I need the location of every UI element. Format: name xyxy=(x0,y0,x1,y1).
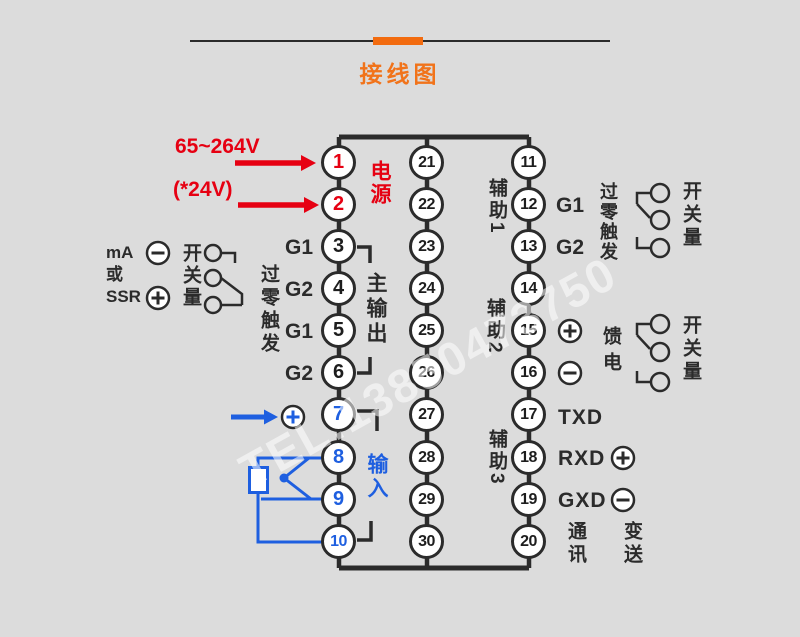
terminal-15: 15 xyxy=(511,313,546,348)
switch-label-right2: 开关量 xyxy=(680,315,701,384)
main-output-label: 主输出 xyxy=(364,272,387,347)
g1-label-t3: G1 xyxy=(284,236,313,259)
g2-label-t4: G2 xyxy=(284,278,313,301)
terminal-18: 18 xyxy=(511,440,546,475)
terminal-2: 2 xyxy=(321,187,356,222)
terminal-7: 7 xyxy=(321,397,356,432)
terminal-23: 23 xyxy=(409,229,444,264)
terminal-17: 17 xyxy=(511,397,546,432)
g1-label-t5: G1 xyxy=(284,320,313,343)
voltage-alt-label: (*24V) xyxy=(173,178,233,201)
terminal-29: 29 xyxy=(409,482,444,517)
g1-label-t12: G1 xyxy=(556,194,585,217)
terminal-28: 28 xyxy=(409,440,444,475)
gxd-label: GXD xyxy=(558,489,607,512)
switch-label-left: 开关量 xyxy=(180,243,201,309)
terminal-4: 4 xyxy=(321,271,356,306)
feed-minus-icon xyxy=(557,360,583,386)
terminal-27: 27 xyxy=(409,397,444,432)
terminal-10: 10 xyxy=(321,524,356,559)
aux2-label: 辅助2 xyxy=(484,298,505,356)
power-arrow-icons xyxy=(235,155,319,213)
terminal-1: 1 xyxy=(321,145,356,180)
aux1-label: 辅助1 xyxy=(486,178,507,236)
terminal-6: 6 xyxy=(321,355,356,390)
terminal-14: 14 xyxy=(511,271,546,306)
comm-label: 通讯 xyxy=(565,521,586,567)
sensor-type-label: mA 或 SSR xyxy=(106,243,141,306)
switch-label-right1: 开关量 xyxy=(680,181,701,250)
transmit-label: 变送 xyxy=(621,521,642,567)
header-divider-accent xyxy=(373,37,423,45)
terminal-9: 9 xyxy=(321,482,356,517)
terminal-26: 26 xyxy=(409,355,444,390)
terminal-11: 11 xyxy=(511,145,546,180)
terminal-13: 13 xyxy=(511,229,546,264)
relay-contact-icon-right2 xyxy=(635,313,671,393)
feed-label: 馈电 xyxy=(600,326,621,378)
terminal-19: 19 xyxy=(511,482,546,517)
power-label: 电源 xyxy=(368,160,391,206)
input-plus-icon xyxy=(280,404,306,430)
rtd-sensor-icon xyxy=(248,456,322,544)
minus-icon xyxy=(145,240,171,266)
comm-minus-icon xyxy=(610,487,636,513)
page-title: 接线图 xyxy=(359,61,441,87)
terminal-5: 5 xyxy=(321,313,356,348)
span-brackets xyxy=(357,245,379,542)
zero-cross-label-left: 过零触发 xyxy=(258,264,279,356)
voltage-range-label: 65~264V xyxy=(175,135,260,158)
terminal-3: 3 xyxy=(321,229,356,264)
feed-plus-icon xyxy=(557,318,583,344)
plus-icon xyxy=(145,285,171,311)
g2-label-t6: G2 xyxy=(284,362,313,385)
txd-label: TXD xyxy=(558,406,603,429)
terminal-22: 22 xyxy=(409,187,444,222)
terminal-16: 16 xyxy=(511,355,546,390)
terminal-21: 21 xyxy=(409,145,444,180)
terminal-25: 25 xyxy=(409,313,444,348)
zero-cross-label-right: 过零触发 xyxy=(598,182,618,262)
relay-contact-icon-left xyxy=(203,243,244,315)
rxd-label: RXD xyxy=(558,447,606,470)
terminal-20: 20 xyxy=(511,524,546,559)
terminal-8: 8 xyxy=(321,440,356,475)
terminal-30: 30 xyxy=(409,524,444,559)
comm-plus-icon xyxy=(610,445,636,471)
relay-contact-icon-right1 xyxy=(635,182,671,259)
input-label: 输入 xyxy=(365,453,388,501)
input-arrow-icon xyxy=(231,409,278,425)
aux3-label: 辅助3 xyxy=(486,429,507,487)
g2-label-t13: G2 xyxy=(556,236,585,259)
terminal-24: 24 xyxy=(409,271,444,306)
terminal-12: 12 xyxy=(511,187,546,222)
